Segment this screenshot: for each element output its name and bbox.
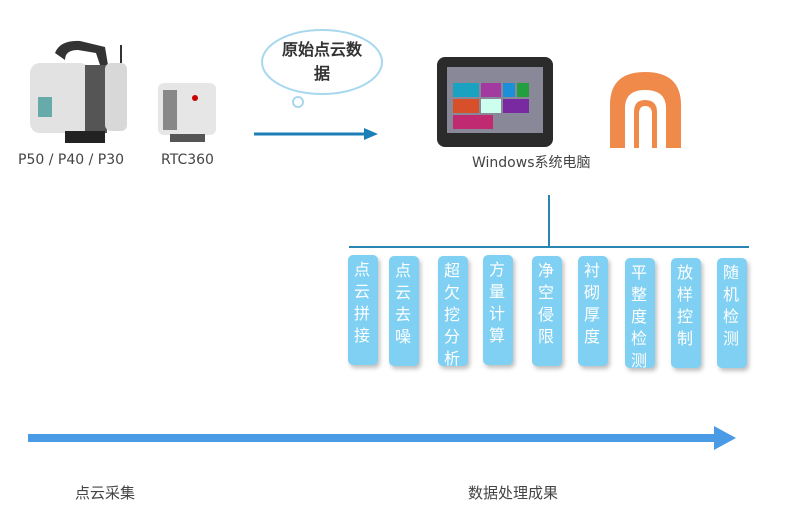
tablet-computer-image (437, 57, 553, 147)
function-box-flatness: 平整度检测 (625, 258, 655, 370)
device-label-rtc360: RTC360 (161, 152, 214, 168)
function-box-random-check: 随机检测 (717, 258, 747, 368)
stage-collection-label: 点云采集 (75, 484, 136, 502)
tunnel-logo (610, 72, 681, 148)
function-box-clearance: 净空侵限 (532, 256, 562, 366)
rtc360-scanner-image (158, 83, 216, 142)
p50-scanner-image (30, 40, 127, 143)
cloud-bubble (261, 29, 383, 108)
function-box-lining: 衬砌厚度 (578, 256, 608, 366)
connector-horizontal (349, 246, 749, 248)
function-box-stitching: 点云拼接 (348, 255, 378, 365)
stage-processing-label: 数据处理成果 (468, 484, 559, 502)
function-box-volume: 方量计算 (483, 255, 513, 365)
transfer-arrow (254, 128, 378, 140)
connector-vertical (548, 195, 550, 248)
function-box-denoise: 点云去噪 (389, 256, 419, 366)
computer-label: Windows系统电脑 (472, 155, 591, 171)
timeline-arrow (28, 426, 736, 450)
device-label-p50: P50 / P40 / P30 (18, 152, 125, 168)
function-box-overbreak: 超欠挖分析 (438, 256, 468, 368)
cloud-text: 原始点云数据 (282, 40, 363, 83)
function-box-stakeout: 放样控制 (671, 258, 701, 368)
